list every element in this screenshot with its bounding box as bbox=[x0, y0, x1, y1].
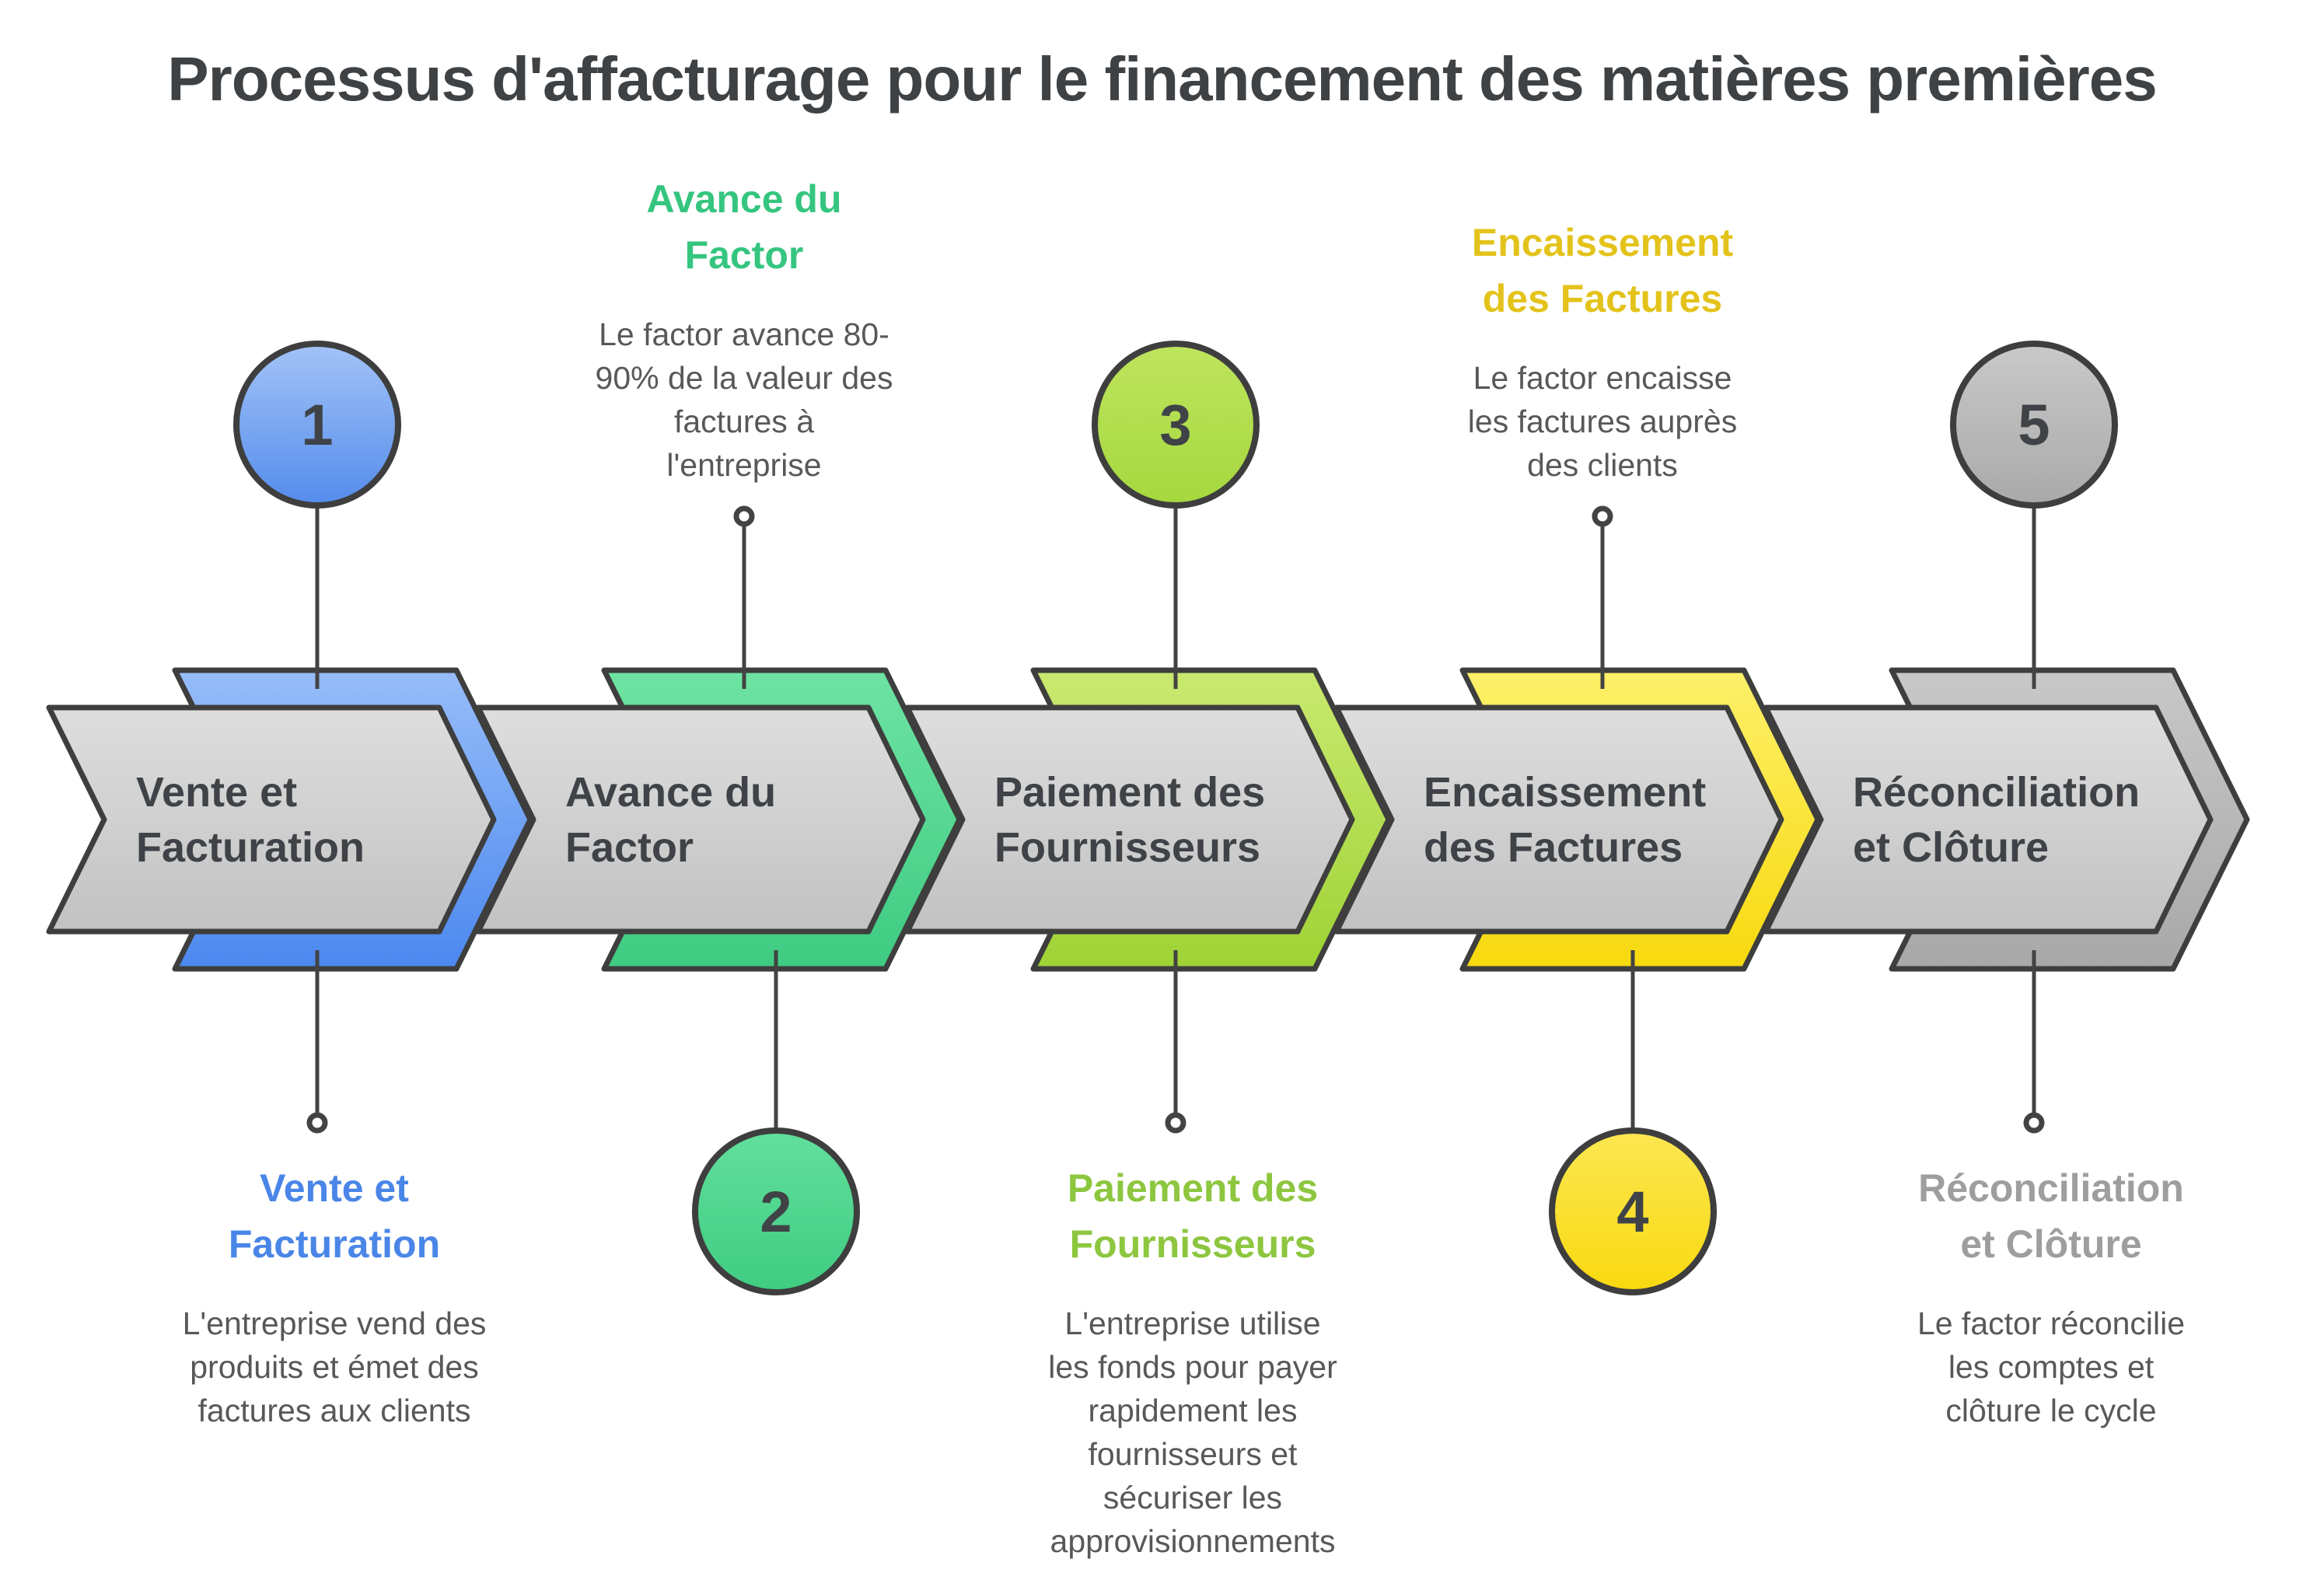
step-1-number: 1 bbox=[301, 393, 333, 457]
step-2-number: 2 bbox=[760, 1180, 792, 1244]
step-4-annotation: Encaissement des Factures Le factor enca… bbox=[1416, 101, 1789, 487]
step-3-arrow-label: Paiement des Fournisseurs bbox=[994, 769, 1266, 871]
step-5-arrow bbox=[1763, 704, 2214, 935]
step-4-annotation-body: Le factor encaisse les factures auprès d… bbox=[1467, 360, 1738, 483]
step-2-arrow-label: Avance du Factor bbox=[565, 769, 777, 871]
step-1-annotation-heading: Vente et Facturation bbox=[228, 1166, 441, 1266]
step-3-annotation-heading: Paiement des Fournisseurs bbox=[1067, 1166, 1319, 1266]
step-4-number: 4 bbox=[1616, 1180, 1648, 1244]
step-1-annotation-dot-icon bbox=[306, 1112, 328, 1134]
step-2-annotation-dot-icon bbox=[733, 505, 755, 527]
step-5-number: 5 bbox=[2018, 393, 2050, 457]
diagram-title: Processus d'affacturage pour le financem… bbox=[167, 44, 2158, 114]
step-5-number-circle bbox=[1950, 341, 2118, 509]
step-5-annotation-body: Le factor réconcilie les comptes et clôt… bbox=[1917, 1306, 2186, 1428]
step-3-number-circle bbox=[1092, 341, 1260, 509]
step-5-arrow-label: Réconciliation et Clôture bbox=[1853, 769, 2141, 871]
step-1-arrow-label: Vente et Facturation bbox=[136, 769, 365, 871]
step-1-annotation: Vente et Facturation L'entreprise vend d… bbox=[144, 1160, 525, 1432]
step-3-number: 3 bbox=[1159, 393, 1191, 457]
step-1-annotation-body: L'entreprise vend des produits et émet d… bbox=[182, 1306, 487, 1428]
step-4-annotation-dot-icon bbox=[1592, 505, 1613, 527]
step-4-arrow bbox=[1333, 704, 1784, 935]
step-5-annotation: Réconciliation et Clôture Le factor réco… bbox=[1861, 1160, 2242, 1432]
step-2-annotation: Avance du Factor Le factor avance 80- 90… bbox=[557, 101, 931, 487]
step-4-number-circle bbox=[1549, 1127, 1717, 1295]
step-2-annotation-heading: Avance du Factor bbox=[646, 177, 842, 277]
step-4-arrow-label: Encaissement des Factures bbox=[1424, 769, 1707, 871]
step-3-annotation-body: L'entreprise utilise les fonds pour paye… bbox=[1048, 1306, 1337, 1559]
step-5-annotation-heading: Réconciliation et Clôture bbox=[1918, 1166, 2184, 1266]
step-3-annotation: Paiement des Fournisseurs L'entreprise u… bbox=[1002, 1160, 1383, 1563]
step-1-number-circle bbox=[233, 341, 401, 509]
step-2-number-circle bbox=[692, 1127, 860, 1295]
step-3-annotation-dot-icon bbox=[1165, 1112, 1186, 1134]
step-4-annotation-heading: Encaissement des Factures bbox=[1471, 221, 1734, 320]
step-1-arrow bbox=[46, 704, 497, 935]
step-3-arrow bbox=[904, 704, 1355, 935]
step-2-arrow bbox=[475, 704, 926, 935]
step-2-annotation-body: Le factor avance 80- 90% de la valeur de… bbox=[595, 316, 893, 483]
step-5-annotation-dot-icon bbox=[2023, 1112, 2045, 1134]
